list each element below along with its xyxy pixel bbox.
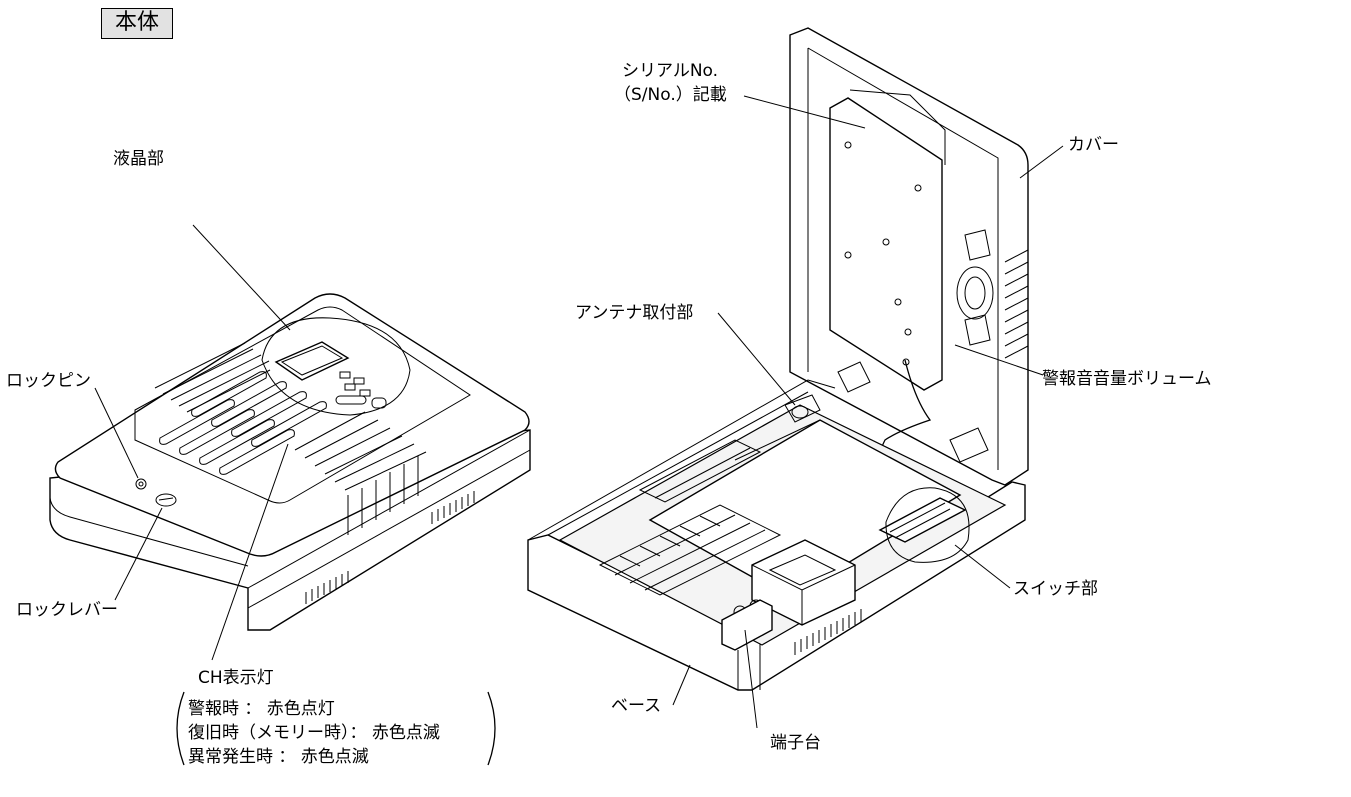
label-ch-lamp: CH表示灯 xyxy=(198,668,274,688)
ch-state-alarm: 警報時 ： 赤色点灯 xyxy=(188,699,335,719)
label-lcd: 液晶部 xyxy=(113,149,164,169)
closed-unit-illustration xyxy=(49,293,531,631)
label-base: ベース xyxy=(611,696,661,716)
section-title: 本体 xyxy=(101,8,173,39)
label-serial-line1: シリアルNo. xyxy=(622,61,718,81)
label-serial-line2: （S/No.）記載 xyxy=(614,85,727,105)
open-unit-illustration xyxy=(527,27,1029,691)
label-switch: スイッチ部 xyxy=(1013,579,1098,599)
label-lock-lever: ロックレバー xyxy=(16,600,118,620)
ch-state-restore: 復旧時（メモリー時）： 赤色点滅 xyxy=(188,723,440,743)
label-lock-pin: ロックピン xyxy=(6,371,91,391)
label-terminal-block: 端子台 xyxy=(770,733,821,753)
label-cover: カバー xyxy=(1068,135,1119,155)
label-volume: 警報音音量ボリューム xyxy=(1042,369,1212,389)
ch-state-error: 異常発生時 ： 赤色点滅 xyxy=(188,747,369,767)
label-antenna-mount: アンテナ取付部 xyxy=(575,303,693,323)
leader-lines xyxy=(94,95,1064,766)
